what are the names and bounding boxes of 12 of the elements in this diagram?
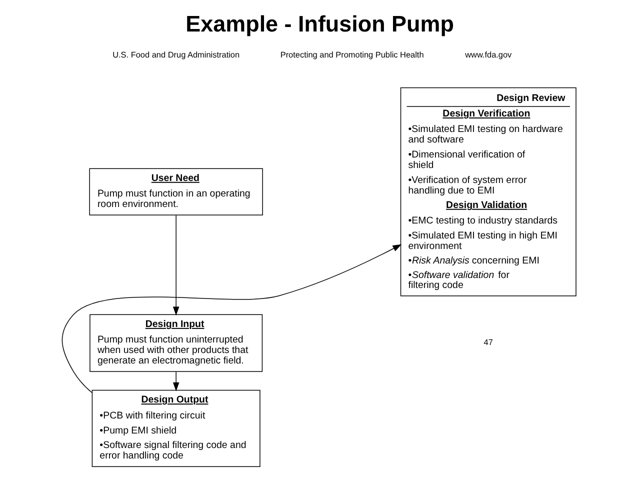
arrow: [172, 371, 180, 392]
arrow: [62, 244, 402, 394]
label: www.fda.gov: [465, 50, 512, 60]
label: 47: [484, 338, 493, 348]
node-box: Design Input Pump must function uninterrupted when used with other products that generate an electromagnetic field.: [90, 314, 263, 372]
node-box: User Need Pump must function in an operating room environment.: [89, 168, 263, 216]
node-box: Design Review Design Verification •Simulated EMI testing on hardware and software •Dimensional verification of shield •Verification of system error handling due to EMI Design Validation •EMC testing to industry standards •Simulated EMI testing in high EMI environment •Risk Analysis concerning EMI •Software validation for filtering code: [400, 87, 576, 296]
diagram-title: Example - Infusion Pump: [186, 12, 454, 37]
arrow: [172, 214, 180, 316]
label: Protecting and Promoting Public Health: [280, 50, 424, 60]
node-box: Design Output •PCB with filtering circuit •Pump EMI shield •Software signal filtering code and error handling code: [92, 390, 260, 468]
label: U.S. Food and Drug Administration: [112, 50, 240, 60]
